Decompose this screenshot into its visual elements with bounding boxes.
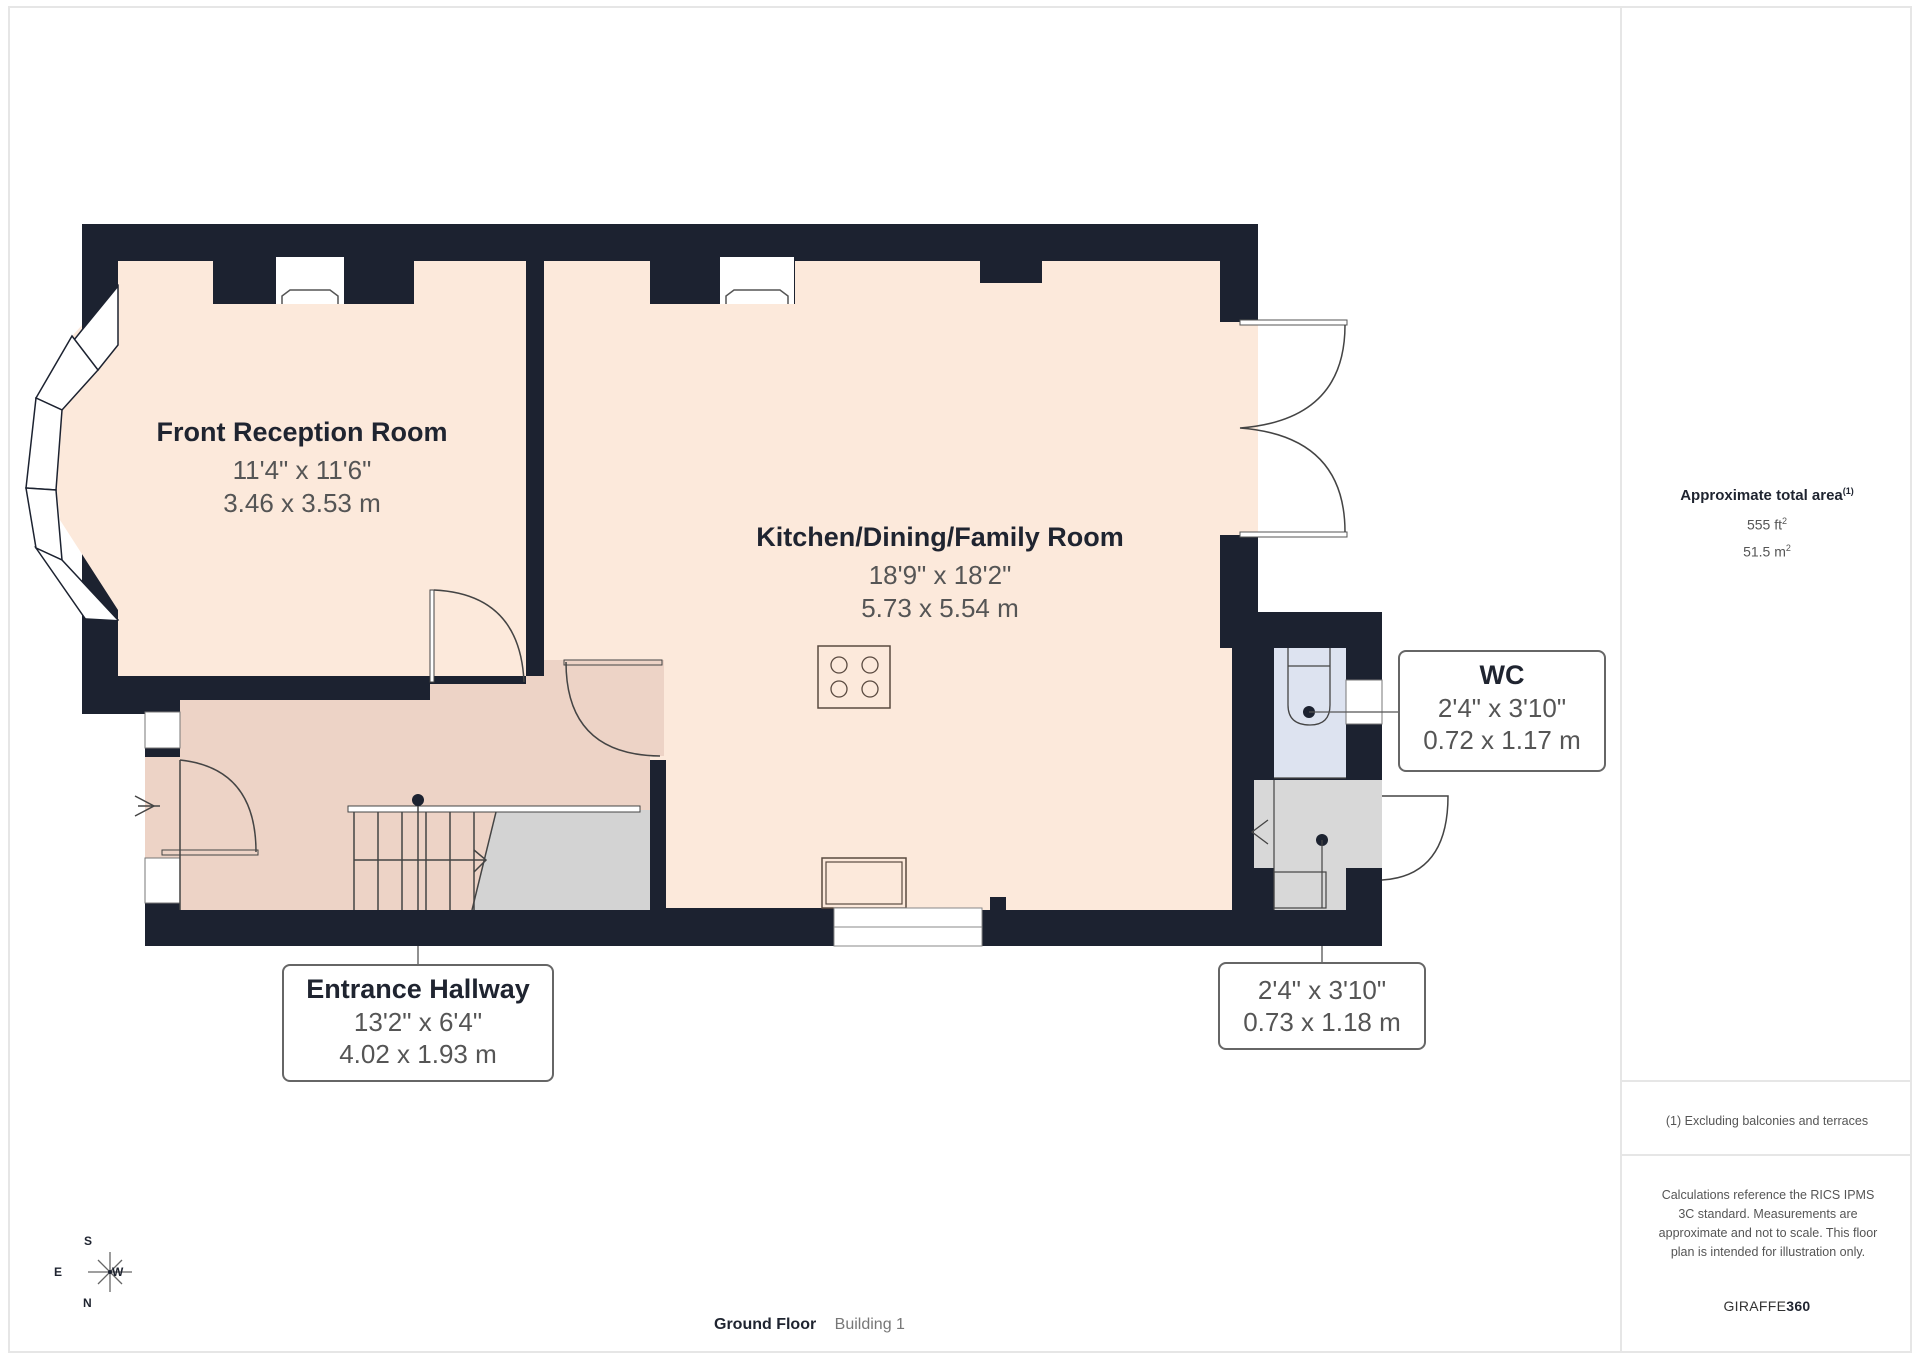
floor-plan: Front Reception Room 11'4" x 11'6" 3.46 … [25,224,1606,1334]
building-name: Building 1 [834,1316,905,1333]
lobby-label: 2'4" x 3'10" 0.73 x 1.18 m [1218,962,1426,1050]
brand-suffix: 360 [1786,1298,1811,1314]
brand-prefix: GIRAFFE [1723,1298,1787,1314]
brand-logo: GIRAFFE360 [1622,1298,1912,1314]
info-sidebar: Approximate total area(1) 555 ft2 51.5 m… [1620,6,1912,1353]
disclaimer: Calculations reference the RICS IPMS 3C … [1658,1188,1878,1259]
hallway-imperial: 13'2" x 6'4" [353,1007,483,1037]
kitchen-floor [544,261,1258,910]
kitchen-imperial: 18'9" x 18'2" [869,560,1012,590]
footnote: (1) Excluding balconies and terraces [1665,1114,1869,1128]
floor-name: Ground Floor [714,1316,817,1333]
compass-top: S [84,1234,93,1248]
compass-right: W [112,1265,124,1279]
kitchen-name: Kitchen/Dining/Family Room [756,522,1124,552]
lobby-imperial: 2'4" x 3'10" [1257,975,1387,1005]
floor-plan-drawing: Front Reception Room 11'4" x 11'6" 3.46 … [25,224,1449,964]
front-reception-floor [50,261,526,676]
wc-label: WC 2'4" x 3'10" 0.72 x 1.17 m [1398,650,1606,772]
area-m: 51.5 m [1743,543,1786,560]
floor-caption: Ground Floor Building 1 [714,1316,905,1334]
wc-metric: 0.72 x 1.17 m [1423,725,1581,755]
lobby-metric: 0.73 x 1.18 m [1243,1007,1401,1037]
hallway-metric: 4.02 x 1.93 m [339,1039,497,1069]
total-area: Approximate total area(1) 555 ft2 51.5 m… [1680,486,1854,560]
front-reception-name: Front Reception Room [157,417,448,447]
front-reception-metric: 3.46 x 3.53 m [223,488,381,518]
area-title: Approximate total area [1680,487,1843,504]
hallway-name: Entrance Hallway [306,974,530,1004]
divider [1622,1080,1912,1082]
front-reception-imperial: 11'4" x 11'6" [233,455,372,485]
divider [1622,1154,1912,1156]
area-ft: 555 ft [1746,516,1782,533]
compass-left: E [54,1265,63,1279]
compass-icon [88,1252,132,1292]
area-footnote-mark: (1) [1842,486,1854,496]
compass-bottom: N [83,1296,92,1310]
compass-rose: S E W N [50,1232,150,1312]
entrance-hallway-label: Entrance Hallway 13'2" x 6'4" 4.02 x 1.9… [282,964,554,1082]
kitchen-metric: 5.73 x 5.54 m [861,593,1019,623]
wc-imperial: 2'4" x 3'10" [1437,693,1567,723]
wc-name: WC [1479,660,1525,690]
